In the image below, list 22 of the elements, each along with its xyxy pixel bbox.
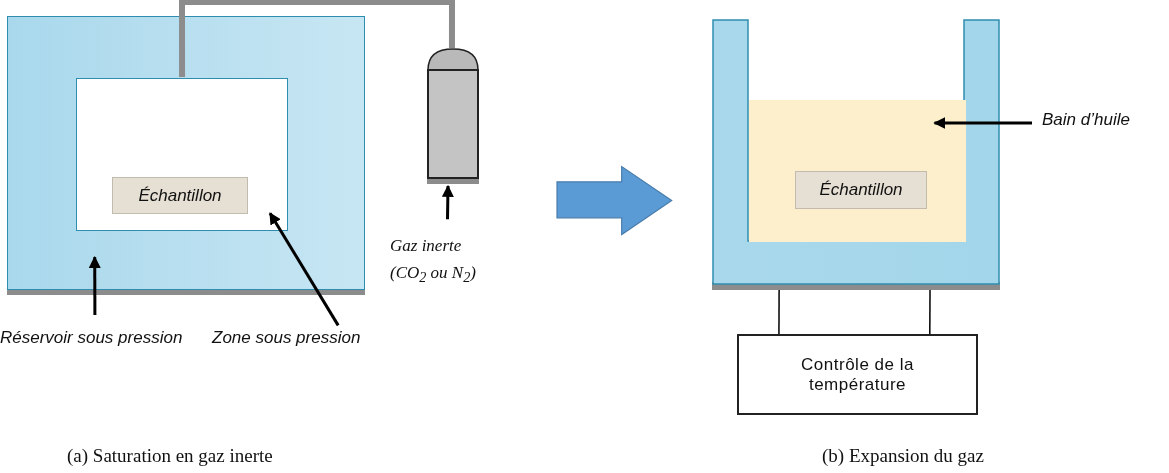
oil-bath <box>749 100 966 242</box>
connector-line <box>929 289 931 335</box>
callout-label: Bain d’huile <box>1042 110 1130 129</box>
temperature-control-box <box>737 334 978 415</box>
arrow <box>933 117 1032 129</box>
callout-label: Réservoir sous pression <box>0 328 183 347</box>
control-label: Contrôle de la température <box>800 354 915 395</box>
arrow <box>441 184 454 220</box>
sample-label: Échantillon <box>819 180 903 200</box>
pressure-chamber <box>76 78 288 231</box>
callout-label: Gaz inerte (CO$_{2}$ ou N$_{2}$) <box>390 235 477 288</box>
callout-label: Zone sous pression <box>212 328 361 347</box>
arrow <box>268 212 340 327</box>
sample-label: Échantillon <box>138 185 222 206</box>
figure-caption: (b) Expansion du gaz <box>822 445 984 467</box>
block-arrow <box>556 165 673 236</box>
sample-box <box>112 177 248 214</box>
arrow <box>88 255 101 315</box>
sample-box <box>795 171 927 209</box>
connector-line <box>778 289 780 335</box>
gas-pipe <box>179 0 455 77</box>
figure-caption: (a) Saturation en gaz inerte <box>67 445 273 467</box>
